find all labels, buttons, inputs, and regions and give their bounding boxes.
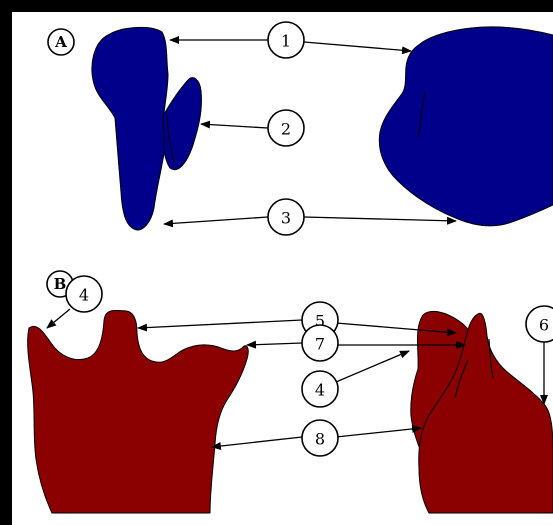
- panel-a-badge: A: [47, 28, 75, 56]
- arrow-b7-left: [246, 340, 303, 349]
- label-b6: 6: [539, 316, 549, 335]
- arrow-b5-right: [335, 322, 457, 337]
- label-a2-badge: 2: [267, 109, 305, 147]
- panel-a-right-shape: [378, 26, 553, 227]
- label-b7-badge: 7: [301, 324, 339, 362]
- label-b4-top: 4: [79, 286, 89, 305]
- arrow-a1-right: [303, 41, 412, 55]
- panel-b-letter: B: [54, 275, 67, 293]
- panel-a-left-shape: [91, 27, 169, 231]
- label-b5: 5: [315, 312, 325, 331]
- panel-b-right-inner-line-1: [488, 338, 494, 379]
- panel-a-left-inner-line: [166, 114, 175, 163]
- label-b8: 8: [315, 430, 325, 449]
- label-a3: 3: [281, 209, 291, 228]
- arrow-b4-mid: [335, 350, 410, 383]
- label-b4-top-badge: 4: [65, 275, 103, 313]
- panel-a-letter: A: [54, 33, 67, 51]
- panel-b-right-inner-line-2: [454, 359, 469, 399]
- label-a1-badge: 1: [267, 21, 305, 59]
- panel-b-left-shape: [27, 309, 249, 514]
- panel-a-left-lobe: [162, 77, 202, 170]
- label-b4-mid-badge: 4: [301, 370, 339, 408]
- label-a2: 2: [281, 120, 291, 139]
- arrow-b8-right: [335, 424, 422, 438]
- label-a3-badge: 3: [267, 198, 305, 236]
- label-b7: 7: [315, 335, 325, 354]
- arrow-b8-left: [211, 436, 303, 450]
- panel-a-right-inner-line: [418, 91, 426, 137]
- arrow-a2: [200, 120, 269, 129]
- label-b6-badge: 6: [525, 305, 553, 343]
- arrow-b5-left: [137, 319, 303, 332]
- arrow-a3-left: [163, 216, 269, 228]
- label-a1: 1: [281, 32, 291, 51]
- panel-b-right-front-shape: [418, 312, 553, 514]
- arrow-b4-top: [46, 308, 71, 329]
- arrow-a3-right: [303, 216, 457, 225]
- label-b8-badge: 8: [301, 419, 339, 457]
- label-b4-mid: 4: [315, 381, 325, 400]
